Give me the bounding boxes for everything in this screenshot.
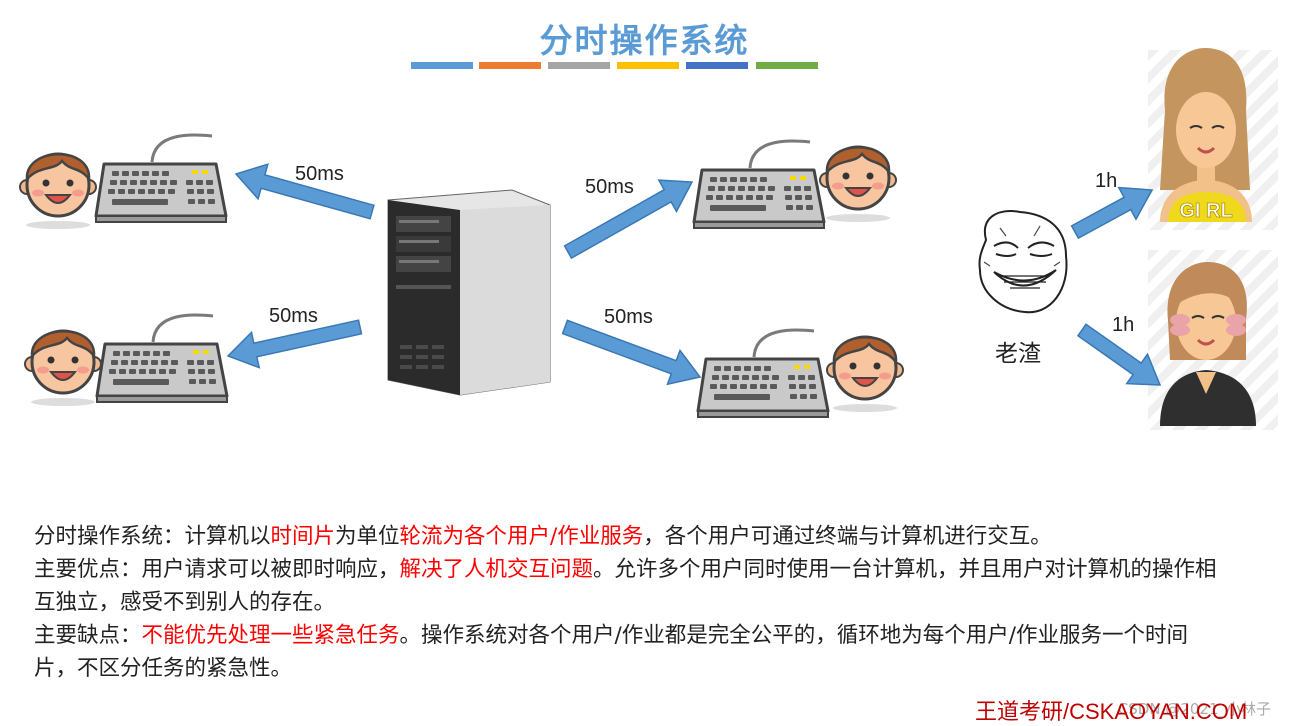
paragraph-disadvantages: 主要缺点：不能优先处理一些紧急任务。操作系统对各个用户/作业都是完全公平的，循环… — [34, 623, 1189, 681]
arrow-to-woman — [1076, 323, 1162, 386]
arrow-bottom-right — [561, 319, 702, 386]
user-terminal-top-right — [692, 139, 898, 230]
label-50ms-top-left: 50ms — [295, 163, 344, 185]
arrows-group — [226, 163, 1162, 386]
woman-icon — [1160, 262, 1256, 426]
label-1h-top: 1h — [1095, 170, 1118, 192]
keyboard-icon — [95, 313, 229, 404]
user-terminal-top-left — [18, 133, 228, 231]
server-icon — [387, 189, 551, 396]
title-bar-segment — [479, 62, 541, 69]
arrow-to-girl — [1070, 186, 1154, 240]
girl-shirt-text: GI RL — [1179, 200, 1232, 222]
title-bar-segment — [411, 62, 473, 69]
paragraph-definition: 分时操作系统：计算机以时间片为单位轮流为各个用户/作业服务，各个用户可通过终端与… — [34, 524, 1052, 549]
arrow-top-right — [563, 179, 694, 260]
user-face-icon — [818, 145, 898, 224]
paragraph-advantages: 主要优点：用户请求可以被即时响应，解决了人机交互问题。允许多个用户同时使用一台计… — [34, 557, 1217, 615]
description-text: 分时操作系统：计算机以时间片为单位轮流为各个用户/作业服务，各个用户可通过终端与… — [34, 520, 1264, 685]
arrow-top-left — [234, 163, 375, 220]
label-guy: 老渣 — [995, 341, 1041, 367]
title-bar-segment — [756, 62, 818, 69]
label-50ms-top-right: 50ms — [585, 176, 634, 198]
keyboard-icon — [696, 328, 830, 419]
user-face-icon — [23, 329, 103, 408]
title-bar-segment — [548, 62, 610, 69]
user-terminal-bottom-right — [696, 328, 905, 419]
user-terminal-bottom-left — [23, 313, 229, 408]
user-face-icon — [825, 335, 905, 414]
csdn-watermark: CSDN @2021_小林子 — [1117, 700, 1271, 718]
keyboard-icon — [94, 133, 228, 224]
label-50ms-bottom-right: 50ms — [604, 306, 653, 328]
arrow-bottom-left — [226, 319, 363, 369]
girl-icon: GI RL — [1160, 48, 1252, 222]
title-bar-segment — [686, 62, 748, 69]
slide-title: 分时操作系统 — [539, 21, 750, 60]
footer-brand: 王道考研/CSKAOYAN.COM — [975, 699, 1248, 724]
title-bar-segment — [617, 62, 679, 69]
keyboard-icon — [692, 139, 826, 230]
label-1h-bottom: 1h — [1112, 314, 1135, 336]
user-face-icon — [18, 152, 98, 231]
troll-face-icon — [978, 210, 1068, 314]
label-50ms-bottom-left: 50ms — [269, 305, 318, 327]
